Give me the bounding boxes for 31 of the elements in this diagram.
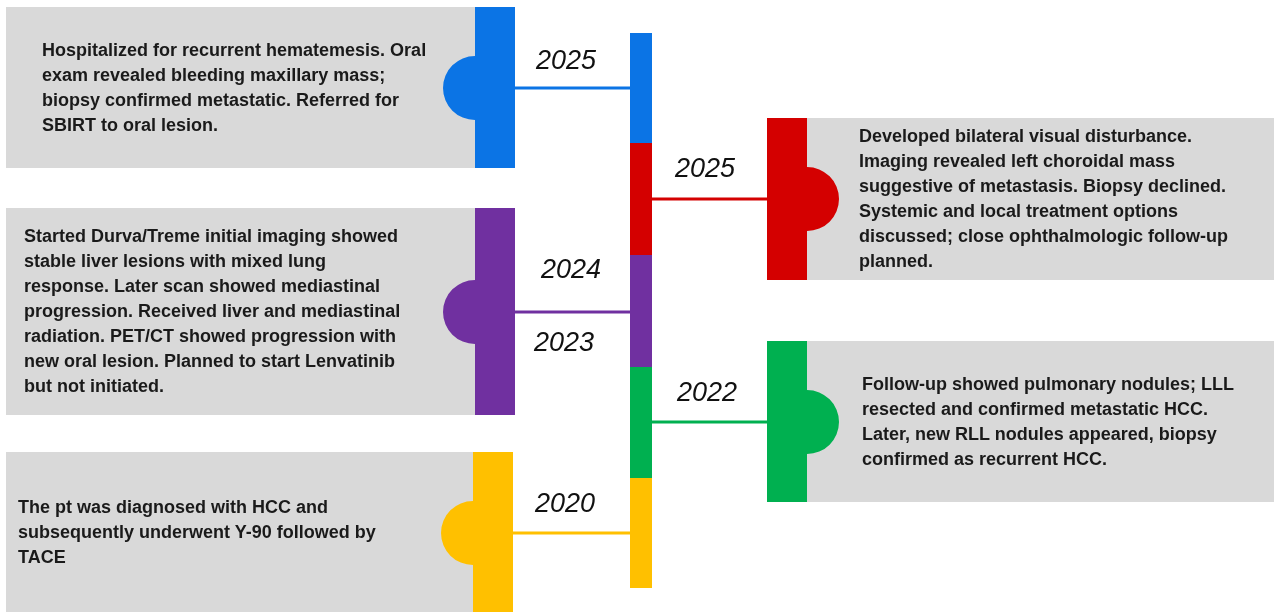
timeline-tab bbox=[767, 118, 839, 280]
event-description: Started Durva/Treme initial imaging showed stable liver lesions with mixed lung response. Later scan showed mediastinal progression. Received liver and mediastinal radiation. PET/CT showed progression with new oral lesion. Planned to start Lenvatinib but not initiated. bbox=[24, 225, 402, 398]
event-card bbox=[767, 341, 1274, 502]
connector-line bbox=[513, 531, 630, 535]
timeline-segment bbox=[630, 33, 652, 143]
timeline-segment bbox=[630, 255, 652, 367]
event-card bbox=[6, 452, 513, 612]
connector-line bbox=[515, 86, 630, 90]
connector-line bbox=[652, 197, 767, 201]
timeline-segment bbox=[630, 478, 652, 588]
year-label: 2024 bbox=[541, 253, 602, 285]
timeline-tab bbox=[443, 208, 515, 415]
year-label: 2022 bbox=[677, 376, 738, 408]
year-label: 2023 bbox=[534, 326, 595, 358]
timeline-tab bbox=[767, 341, 839, 502]
timeline-tab bbox=[443, 7, 515, 168]
timeline-segment bbox=[630, 367, 652, 478]
connector-line bbox=[515, 310, 630, 314]
timeline-tab bbox=[441, 452, 513, 612]
event-card bbox=[6, 208, 515, 415]
connector-line bbox=[652, 420, 767, 424]
event-description: The pt was diagnosed with HCC and subsequently underwent Y-90 followed by TACE bbox=[18, 495, 377, 569]
event-description: Hospitalized for recurrent hematemesis. Oral exam revealed bleeding maxillary mass; biopsy confirmed metastatic. Referred for SBIRT to oral lesion. bbox=[42, 38, 428, 137]
event-card bbox=[767, 118, 1274, 280]
event-description: Follow-up showed pulmonary nodules; LLL resected and confirmed metastatic HCC. Later, new RLL nodules appeared, biopsy confirmed as recurrent HCC. bbox=[862, 372, 1235, 471]
event-card bbox=[6, 7, 515, 168]
year-label: 2025 bbox=[536, 44, 597, 76]
event-description: Developed bilateral visual disturbance. Imaging revealed left choroidal mass suggestive of metastasis. Biopsy declined. Systemic and local treatment options discussed; close ophthalmologic follow-up planned. bbox=[859, 125, 1230, 273]
year-label: 2020 bbox=[535, 487, 596, 519]
timeline-segment bbox=[630, 143, 652, 255]
year-label: 2025 bbox=[675, 152, 736, 184]
